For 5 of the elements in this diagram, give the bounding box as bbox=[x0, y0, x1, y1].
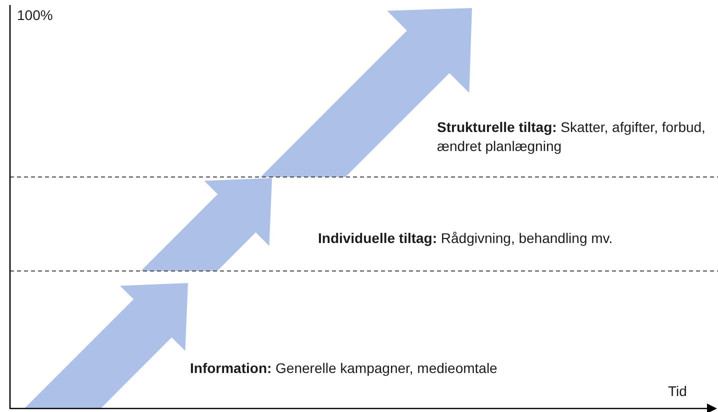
measure-description: Information: Generelle kampagner, medieomtale bbox=[190, 359, 498, 378]
axis-label: 100% bbox=[17, 6, 53, 25]
axis-label: Tid bbox=[668, 382, 687, 401]
measure-description: Individuelle tiltag: Rådgivning, behandling mv. bbox=[318, 229, 613, 248]
measure-description: Strukturelle tiltag: Skatter, afgifter, forbud, ændret planlægning bbox=[437, 118, 706, 156]
